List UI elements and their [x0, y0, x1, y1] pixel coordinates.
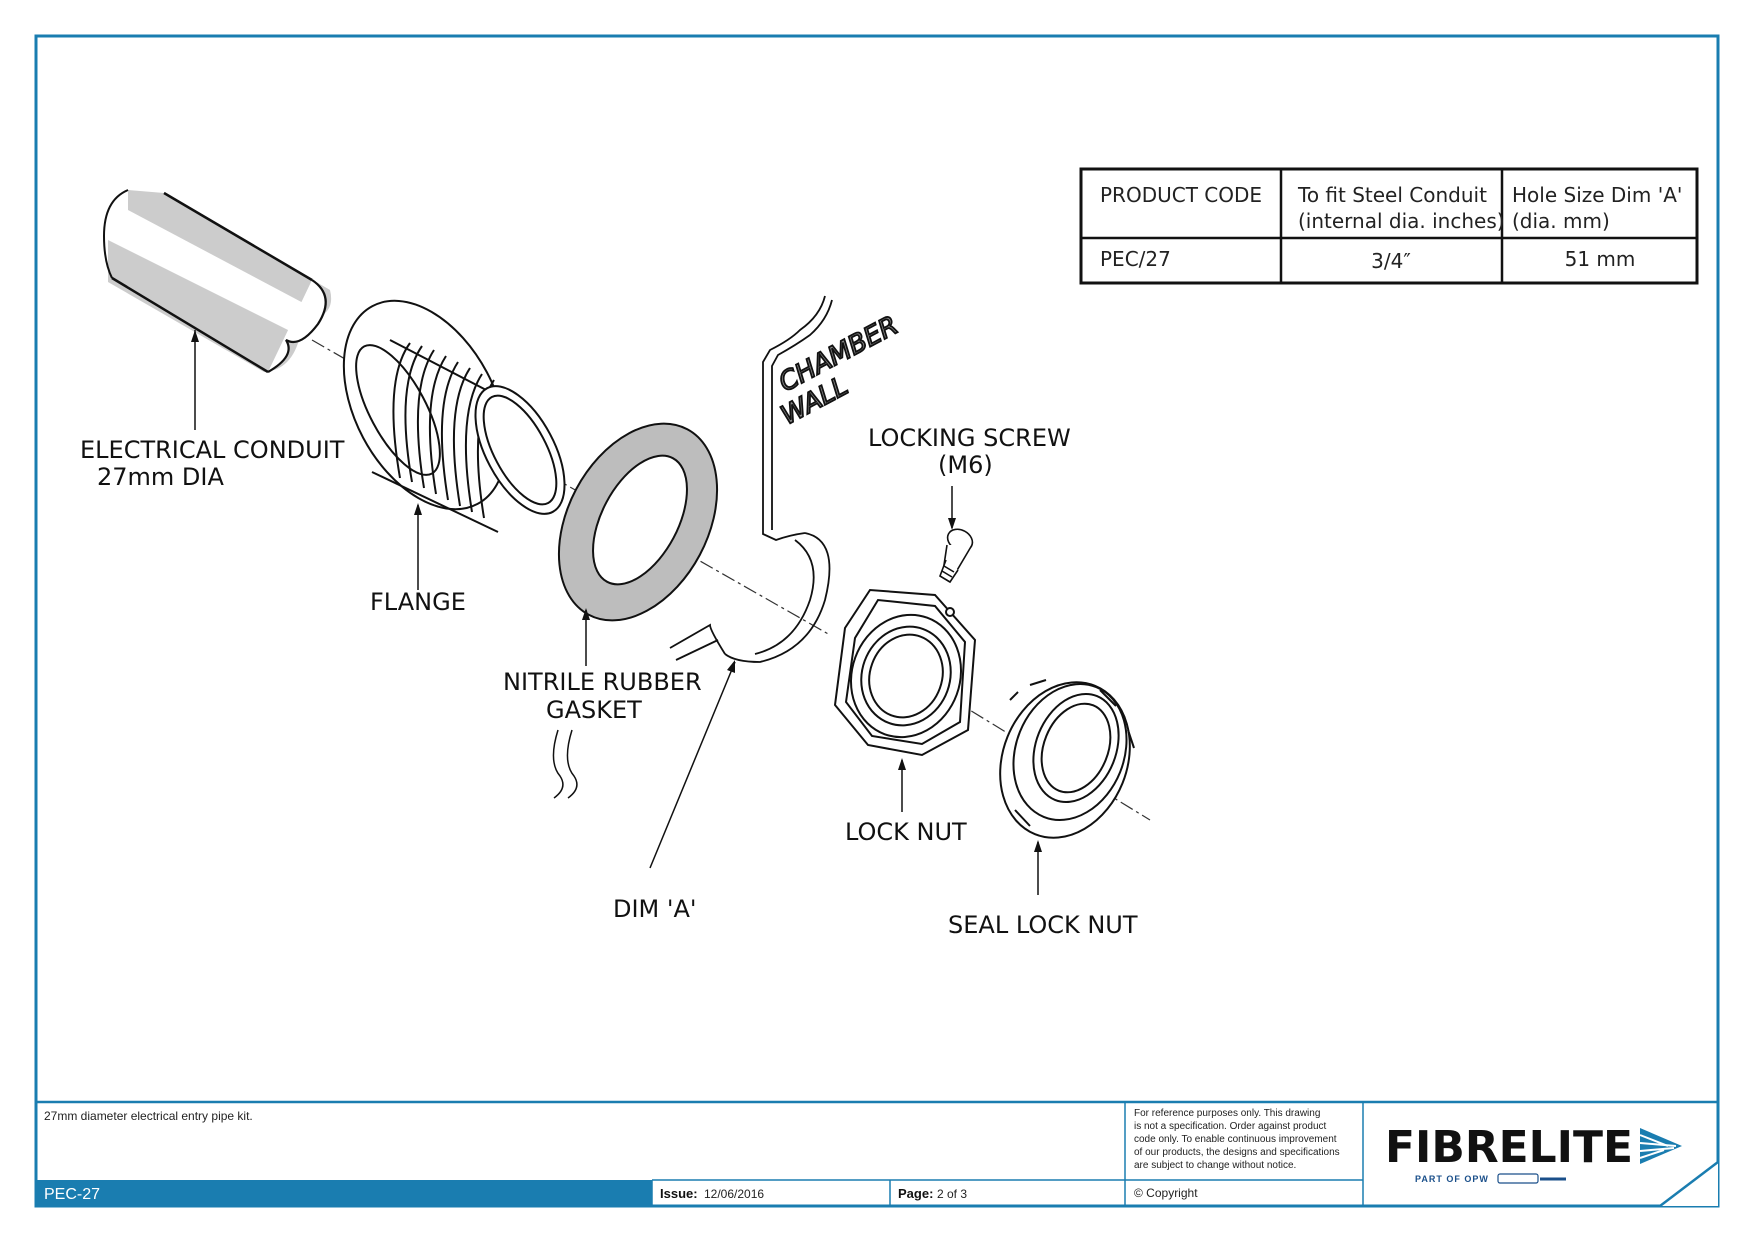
- table-cell-hole: 51 mm: [1565, 247, 1636, 271]
- table-header-product-code: PRODUCT CODE: [1100, 183, 1262, 207]
- table-header-conduit-sub: (internal dia. inches): [1298, 209, 1505, 233]
- gasket-illustration: [552, 422, 719, 799]
- issue-value: 12/06/2016: [704, 1187, 764, 1201]
- locking-screw-illustration: [939, 486, 974, 584]
- label-seal-lock-nut: SEAL LOCK NUT: [948, 911, 1138, 939]
- opw-badge-icon: [1497, 1173, 1539, 1184]
- table-header-hole: Hole Size Dim 'A': [1512, 183, 1682, 207]
- spec-table: PRODUCT CODE To fit Steel Conduit (inter…: [1079, 167, 1699, 285]
- label-electrical-conduit: ELECTRICAL CONDUIT: [80, 436, 345, 464]
- label-locking-screw: LOCKING SCREW: [868, 424, 1071, 452]
- conduit-pipe-illustration: [102, 189, 332, 430]
- label-conduit-dia: 27mm DIA: [97, 463, 224, 491]
- copyright: © Copyright: [1134, 1186, 1198, 1200]
- logo-arrow-icon: [1639, 1128, 1682, 1164]
- drawing-code: PEC-27: [44, 1186, 100, 1203]
- disclaimer-line-5: are subject to change without notice.: [1134, 1160, 1296, 1171]
- table-cell-conduit: 3/4″: [1371, 249, 1411, 273]
- table-header-hole-sub: (dia. mm): [1512, 209, 1610, 233]
- label-dim-a: DIM 'A': [613, 895, 697, 923]
- label-gasket: GASKET: [546, 696, 642, 724]
- table-cell-code: PEC/27: [1100, 247, 1171, 271]
- sheet-border: [34, 34, 1720, 1208]
- disclaimer-line-1: For reference purposes only. This drawin…: [1134, 1108, 1320, 1119]
- label-flange: FLANGE: [370, 588, 466, 616]
- disclaimer-line-3: code only. To enable continuous improvem…: [1134, 1134, 1337, 1145]
- issue-label: Issue:: [660, 1186, 698, 1201]
- label-nitrile-rubber: NITRILE RUBBER: [503, 668, 702, 696]
- disclaimer-line-4: of our products, the designs and specifi…: [1134, 1147, 1340, 1158]
- lock-nut-illustration: [833, 588, 977, 812]
- label-lock-nut: LOCK NUT: [845, 818, 967, 846]
- drawing-description: 27mm diameter electrical entry pipe kit.: [44, 1109, 253, 1123]
- label-m6: (M6): [938, 451, 993, 479]
- page-value: 2 of 3: [937, 1187, 967, 1201]
- logo-wordmark: FIBRELITE: [1385, 1122, 1633, 1173]
- page-label: Page:: [898, 1186, 933, 1201]
- disclaimer-line-2: is not a specification. Order against pr…: [1134, 1121, 1327, 1132]
- logo-tagline: PART OF OPW: [1415, 1174, 1489, 1184]
- flange-illustration: [342, 299, 566, 590]
- title-block: 27mm diameter electrical entry pipe kit.…: [36, 1100, 1719, 1207]
- table-header-conduit: To fit Steel Conduit: [1297, 183, 1487, 207]
- chamber-wall-illustration: CHAMBER WALL: [649, 295, 904, 869]
- seal-lock-nut-illustration: [999, 679, 1135, 895]
- fibrelite-logo: FIBRELITE PART OF OPW: [1385, 1122, 1682, 1184]
- code-bar: [36, 1180, 652, 1206]
